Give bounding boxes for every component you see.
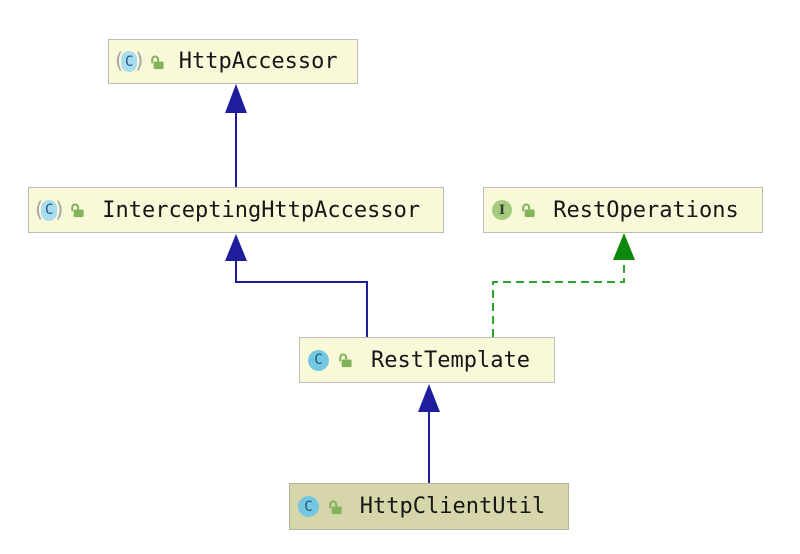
class-letter: C [41, 199, 58, 221]
extends-arrowhead [225, 234, 247, 261]
unlocked-padlock-icon [148, 53, 165, 71]
extends-arrowhead [225, 84, 247, 113]
unlocked-padlock-icon [68, 201, 85, 219]
unlocked-padlock-icon [519, 201, 536, 219]
class-letter: C [121, 51, 138, 72]
edge-resttemplate-extends-interceptinghttpaccessor [225, 234, 368, 337]
class-letter: C [308, 349, 329, 371]
implements-arrowhead [613, 233, 635, 260]
abstract-class-icon: ( C ) [115, 49, 144, 73]
class-name-label: HttpAccessor [178, 49, 338, 74]
edge-resttemplate-implements-restoperations [492, 233, 635, 337]
class-node-httpclientutil[interactable]: C HttpClientUtil [289, 483, 569, 530]
paren-open: ( [115, 49, 124, 73]
interface-icon: I [492, 200, 512, 220]
class-icon: C [298, 496, 319, 517]
class-name-label: RestTemplate [371, 347, 530, 373]
class-node-interceptinghttpaccessor[interactable]: ( C ) InterceptingHttpAccessor [28, 187, 444, 233]
paren-open: ( [35, 197, 44, 222]
class-letter: C [298, 496, 319, 517]
abstract-class-icon: ( C ) [35, 197, 64, 222]
class-name-label: InterceptingHttpAccessor [102, 197, 421, 223]
class-name-label: HttpClientUtil [359, 494, 546, 519]
class-node-httpaccessor[interactable]: ( C ) HttpAccessor [108, 39, 358, 84]
extends-arrowhead [418, 384, 440, 412]
edge-httpclientutil-extends-resttemplate [418, 384, 440, 483]
class-icon: C [308, 349, 329, 371]
unlocked-padlock-icon [326, 498, 343, 516]
edge-interceptinghttpaccessor-extends-httpaccessor [225, 84, 247, 187]
unlocked-padlock-icon [336, 351, 353, 369]
interface-letter: I [492, 200, 512, 220]
interface-name-label: RestOperations [553, 197, 739, 223]
class-node-resttemplate[interactable]: C RestTemplate [299, 337, 555, 383]
paren-close: ) [55, 197, 64, 222]
paren-close: ) [135, 49, 144, 73]
interface-node-restoperations[interactable]: I RestOperations [483, 187, 763, 233]
